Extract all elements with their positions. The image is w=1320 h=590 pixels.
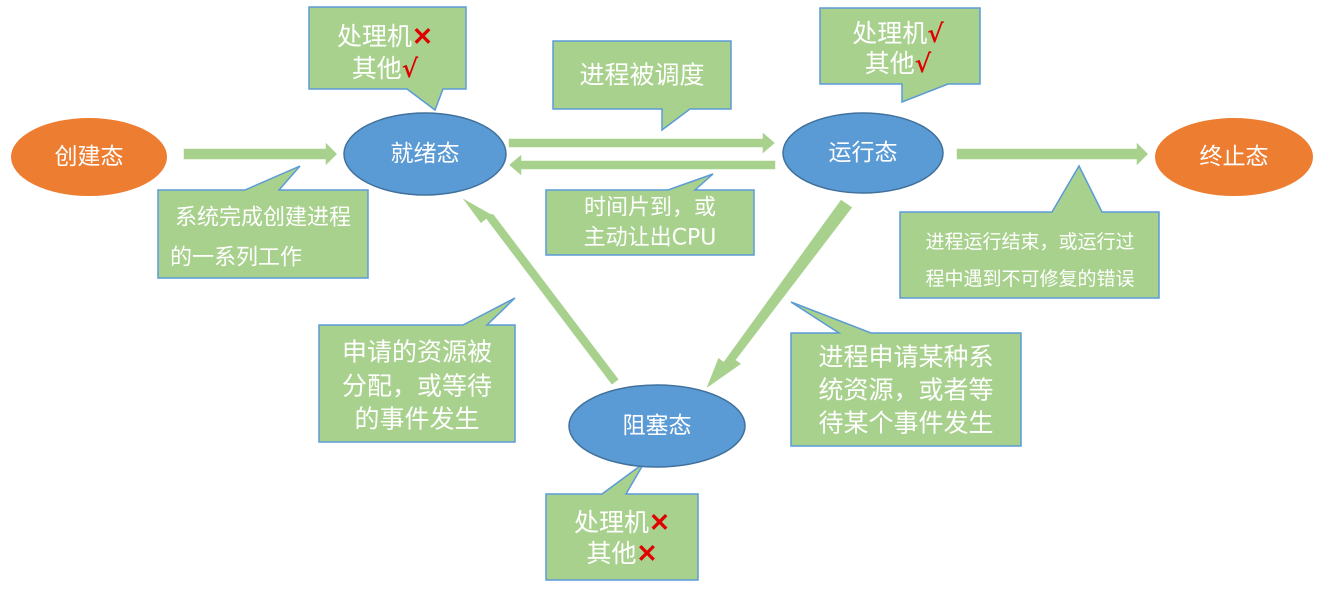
callout-running-resources [819,7,981,104]
arrow-create-to-ready [182,139,340,169]
callout-scheduled [552,40,732,132]
node-running: 运行态 [782,112,944,194]
check-mark-icon: √ [915,49,932,78]
callout-running-line2: 其他√ [865,49,932,78]
callout-request-line3: 待某个事件发生 [818,409,993,438]
cross-mark-icon: ✕ [649,508,670,537]
callout-create-done-line2: 的一系列工作 [170,246,302,271]
callout-granted-line1: 申请的资源被 [342,338,492,367]
callout-create-done-line1: 系统完成创建进程 [175,206,351,231]
arrow-running-to-terminated [955,139,1151,169]
node-create: 创建态 [9,116,169,198]
node-ready: 就绪态 [343,112,507,196]
callout-blocked-line1: 处理机✕ [574,508,670,537]
callout-ready-line1: 处理机✕ [337,22,433,51]
callout-blocked-line2: 其他✕ [587,539,658,568]
arrow-blocked-to-ready [459,195,621,387]
callout-terminate-line1: 进程运行结束，或运行过 [925,231,1134,253]
callout-granted-line3: 的事件发生 [354,405,479,434]
callout-blocked-resources [545,462,699,581]
node-blocked: 阻塞态 [568,384,746,468]
callout-resource-granted [318,297,516,443]
callout-timeslice [545,173,755,256]
callout-request-line1: 进程申请某种系 [818,343,993,372]
cross-mark-icon: ✕ [412,22,433,51]
node-running-label: 运行态 [829,140,898,166]
node-create-label: 创建态 [55,144,124,170]
callout-create-done [157,165,369,279]
node-ready-label: 就绪态 [391,141,460,167]
callout-running-line1: 处理机√ [852,19,944,48]
arrow-running-to-blocked [703,197,855,393]
callout-terminate [899,164,1160,299]
arrow-ready-to-running [507,129,778,157]
callout-request-line2: 统资源，或者等 [818,376,993,405]
arrow-running-to-ready [506,151,777,179]
callout-timeslice-line1: 时间片到，或 [584,196,716,221]
node-terminated: 终止态 [1153,116,1315,198]
check-mark-icon: √ [927,19,944,48]
callout-terminate-line2: 程中遇到不可修复的错误 [925,268,1134,290]
check-mark-icon: √ [402,54,419,83]
node-blocked-label: 阻塞态 [623,413,692,439]
cross-mark-icon: ✕ [637,539,658,568]
node-terminated-label: 终止态 [1200,144,1269,170]
callout-granted-line2: 分配，或等待 [342,372,492,401]
callout-scheduled-text: 进程被调度 [579,61,704,90]
callout-request-resource [790,301,1022,447]
callout-ready-line2: 其他√ [352,54,419,83]
callout-timeslice-line2: 主动让出CPU [584,226,717,251]
callout-ready-resources [308,6,467,112]
